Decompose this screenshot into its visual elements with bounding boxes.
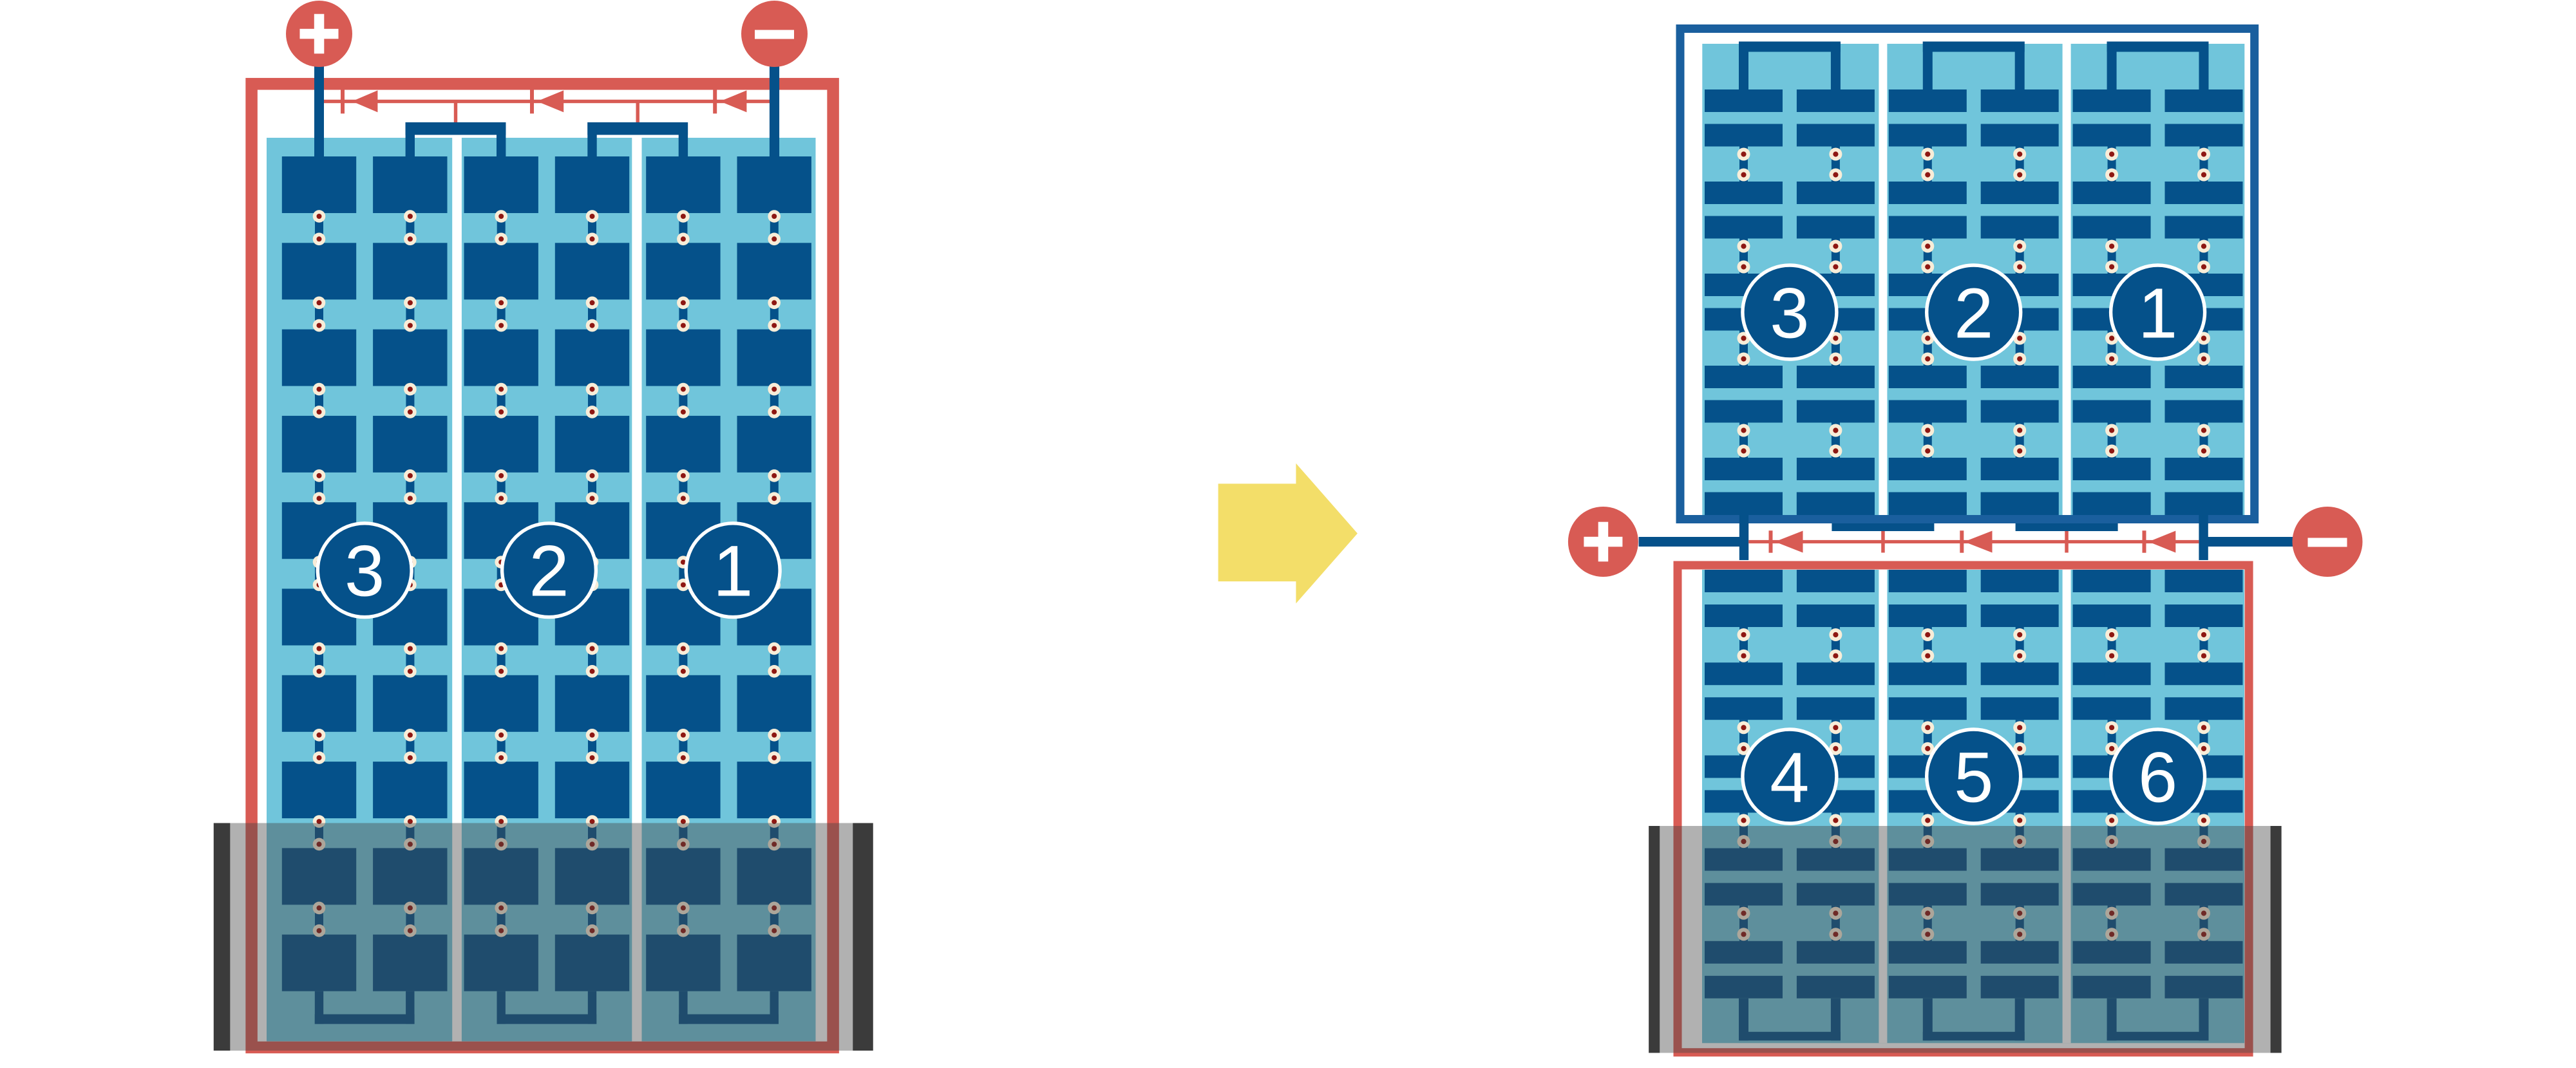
svg-text:5: 5 bbox=[1954, 738, 1993, 818]
svg-text:1: 1 bbox=[2138, 274, 2177, 353]
svg-text:2: 2 bbox=[529, 531, 569, 612]
svg-text:2: 2 bbox=[1954, 274, 1993, 353]
svg-text:3: 3 bbox=[345, 531, 384, 612]
svg-text:1: 1 bbox=[713, 531, 753, 612]
svg-text:6: 6 bbox=[2138, 738, 2177, 818]
svg-text:3: 3 bbox=[1770, 274, 1809, 353]
svg-text:4: 4 bbox=[1770, 738, 1809, 818]
